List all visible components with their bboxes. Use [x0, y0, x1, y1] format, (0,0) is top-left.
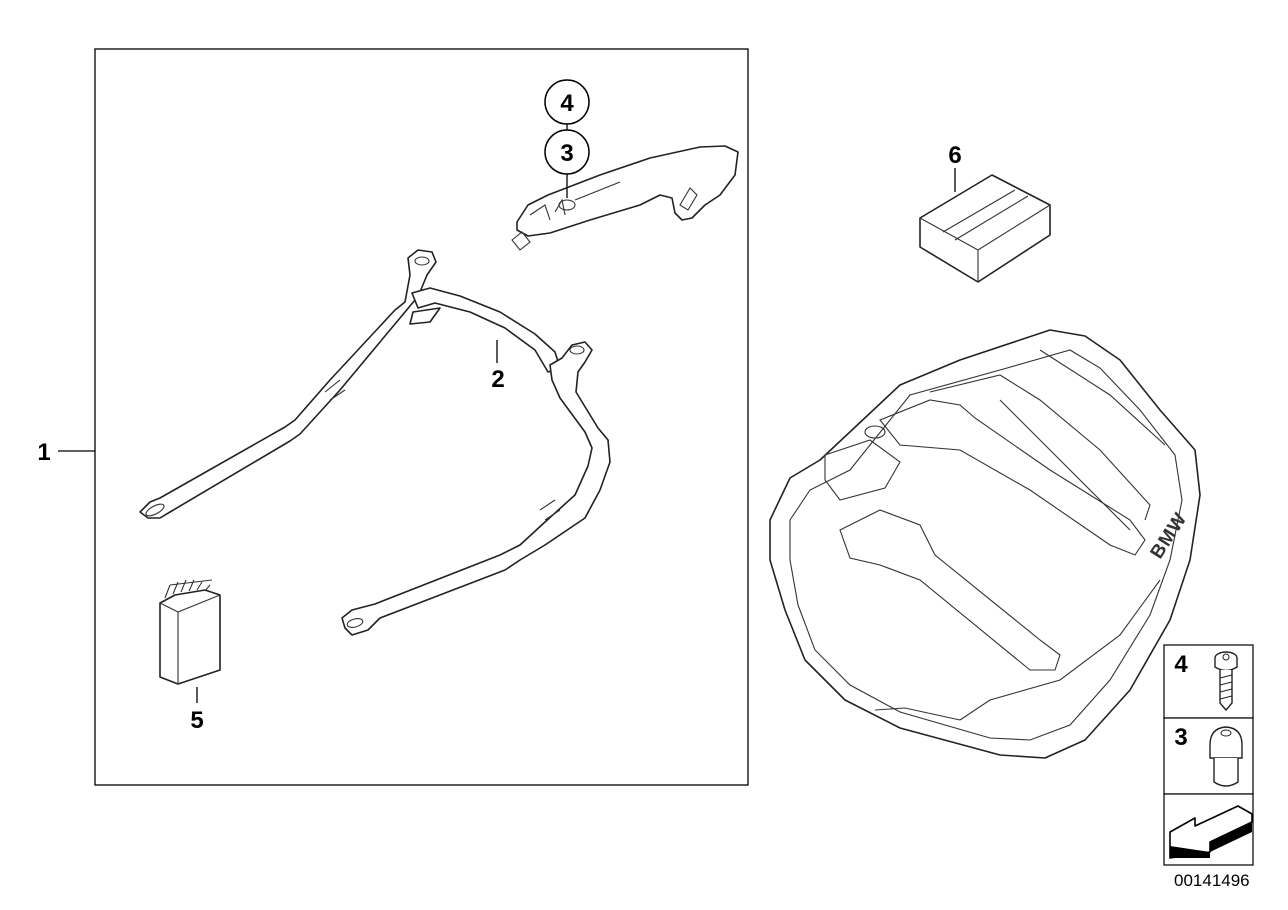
legend-item-4-label: 4 [1174, 651, 1188, 678]
cap-nut-icon [1209, 726, 1243, 787]
legend-cell-4 [1163, 644, 1254, 719]
grab-handle-part[interactable] [511, 145, 739, 251]
callout-2-label[interactable]: 2 [491, 366, 504, 393]
box-part[interactable] [919, 174, 1051, 283]
callout-6-label[interactable]: 6 [948, 142, 961, 169]
diagram-number: 00141496 [1174, 871, 1250, 890]
direction-arrow-icon [1169, 805, 1253, 859]
top-case-part[interactable]: BMW [769, 329, 1201, 759]
callout-4-label[interactable]: 4 [560, 90, 574, 117]
fastener-legend: 4 3 [1163, 644, 1254, 866]
callout-5-label[interactable]: 5 [190, 707, 203, 734]
carrier-frame-part[interactable] [139, 249, 611, 636]
manual-booklet-part[interactable] [159, 579, 221, 685]
legend-item-3-label: 3 [1174, 724, 1187, 751]
assembly-frame [94, 48, 749, 786]
callout-3-label[interactable]: 3 [560, 140, 573, 167]
callout-1-label[interactable]: 1 [37, 439, 50, 466]
torx-screw-icon [1214, 651, 1238, 712]
